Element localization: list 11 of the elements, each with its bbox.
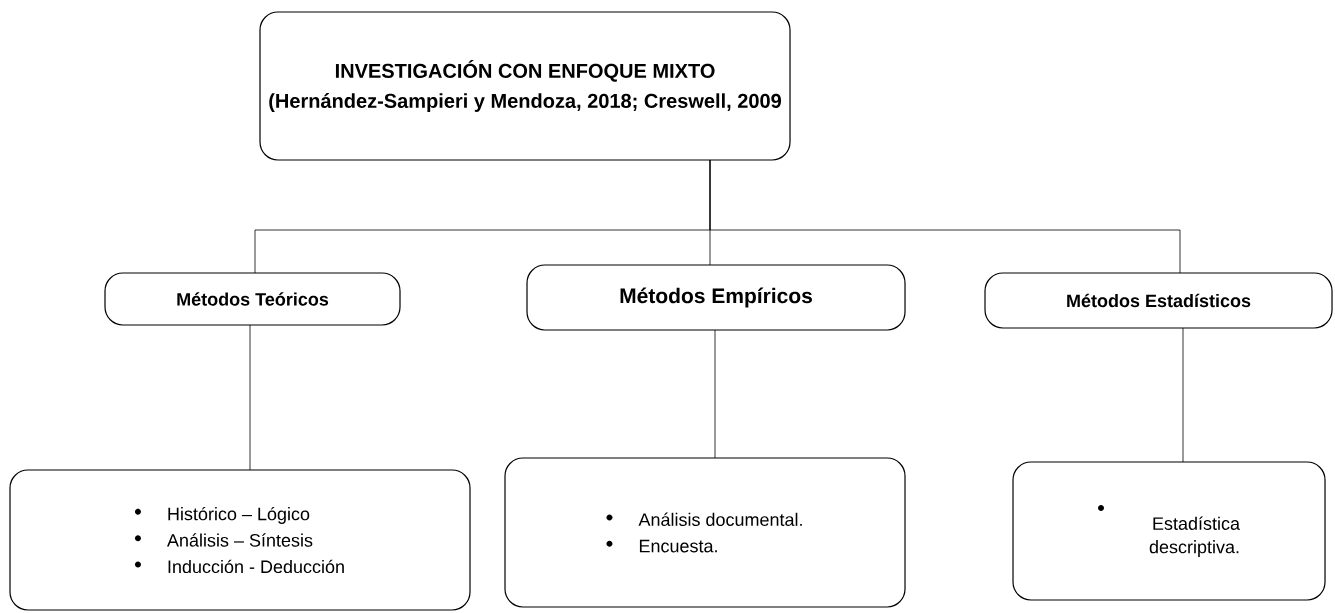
connector-line	[249, 324, 251, 471]
method-box: Métodos Teóricos	[104, 272, 401, 326]
connector-line	[1182, 327, 1184, 463]
bullet-list-box: Histórico – Lógico Análisis – Síntesis Inducción - Deducción	[9, 469, 471, 611]
title-box: INVESTIGACIÓN CON ENFOQUE MIXTO (Hernández-Sampieri y Mendoza, 2018; Creswell, 2009	[259, 11, 791, 161]
bullet-list-box: Estadística descriptiva.	[1012, 461, 1326, 601]
method-box: Métodos Estadísticos	[984, 272, 1333, 329]
connector-line	[709, 159, 1181, 274]
connector-line	[714, 329, 716, 459]
bullet-list-box: Análisis documental. Encuesta.	[504, 457, 906, 608]
method-box: Métodos Empíricos	[526, 264, 906, 331]
